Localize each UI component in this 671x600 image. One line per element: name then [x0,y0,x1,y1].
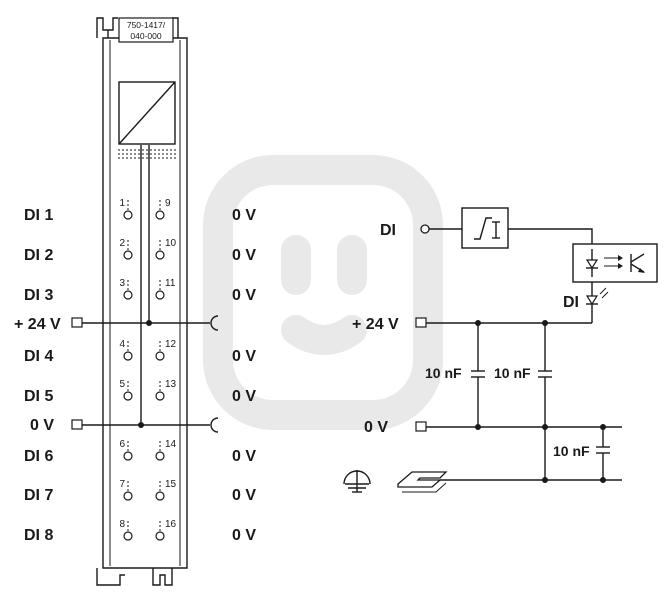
right-labels: 0 V 0 V 0 V 0 V 0 V 0 V 0 V 0 V [232,207,256,544]
label-di2: DI 2 [24,247,53,264]
pin-number-7: 7 [119,479,125,490]
capacitor-3 [596,427,610,483]
led-di-label: DI [563,294,579,311]
rail-24v [71,315,219,331]
watermark-logo [203,155,443,430]
label-di4: DI 4 [24,348,53,365]
terminal-contact-11 [155,290,165,300]
terminal-contact-10 [155,250,165,260]
label-0v-7: 0 V [232,487,256,504]
part-number-label: 750-1417/ 040-000 [118,17,174,43]
label-di3: DI 3 [24,287,53,304]
circuit-di-label: DI [380,222,396,239]
terminal-contact-4 [123,351,133,361]
label-0v-4: 0 V [232,348,256,365]
terminal-contact-1 [123,210,133,220]
label-0v-5: 0 V [232,388,256,405]
part-number-line-1: 750-1417/ [127,20,166,30]
circuit-0v-label: 0 V [364,419,388,436]
io-module [96,17,188,586]
plus24v-terminal [415,317,427,328]
terminal-contact-16 [155,531,165,541]
terminal-contact-12 [155,351,165,361]
ground-icon [343,470,371,493]
circuit-plus24v-label: + 24 V [352,316,399,333]
capacitor-2 [538,323,552,483]
pin-number-12: 12 [165,339,177,350]
pin-number-8: 8 [119,519,125,530]
terminal-contact-14 [155,451,165,461]
label-0v: 0 V [30,417,54,434]
label-0v-3: 0 V [232,287,256,304]
pin-number-16: 16 [165,519,177,530]
pin-number-11: 11 [165,278,176,289]
label-0v-1: 0 V [232,207,256,224]
pin-number-13: 13 [165,379,177,390]
label-di8: DI 8 [24,527,53,544]
capacitor-1 [471,323,485,430]
terminal-contacts: 1 9 2 10 3 11 4 12 5 13 6 14 7 15 8 16 [119,198,177,541]
terminal-contact-15 [155,491,165,501]
pin-number-4: 4 [119,339,125,350]
capacitor-1-label: 10 nF [425,365,462,381]
pin-number-9: 9 [165,198,171,209]
pin-number-6: 6 [119,439,125,450]
label-0v-6: 0 V [232,448,256,465]
rail-0v [71,417,219,433]
optocoupler [572,243,658,283]
label-0v-8: 0 V [232,527,256,544]
pin-number-2: 2 [119,238,125,249]
terminal-contact-8 [123,531,133,541]
zero-v-terminal [415,421,427,432]
pin-number-14: 14 [165,439,177,450]
converter-block [118,81,176,145]
filter-block [461,207,509,249]
terminal-contact-5 [123,391,133,401]
pin-number-1: 1 [119,198,125,209]
bus-connector [118,149,178,159]
capacitor-3-label: 10 nF [553,443,590,459]
terminal-contact-7 [123,491,133,501]
label-di7: DI 7 [24,487,53,504]
di-input-terminal [420,224,430,234]
terminal-contact-13 [155,391,165,401]
terminal-contact-3 [123,290,133,300]
pin-number-3: 3 [119,278,125,289]
capacitor-2-label: 10 nF [494,365,531,381]
pin-number-15: 15 [165,479,177,490]
terminal-contact-2 [123,250,133,260]
terminal-contact-6 [123,451,133,461]
pin-number-10: 10 [165,238,177,249]
label-di6: DI 6 [24,448,53,465]
status-led [585,282,609,323]
left-labels: DI 1 DI 2 DI 3 + 24 V DI 4 DI 5 0 V DI 6… [14,207,61,544]
input-circuit: DI [343,207,658,493]
label-0v-2: 0 V [232,247,256,264]
label-di5: DI 5 [24,388,53,405]
part-number-line-2: 040-000 [130,31,161,41]
label-plus24v: + 24 V [14,316,61,333]
pin-number-5: 5 [119,379,125,390]
din-rail-icon [397,471,448,493]
terminal-contact-9 [155,210,165,220]
label-di1: DI 1 [24,207,53,224]
